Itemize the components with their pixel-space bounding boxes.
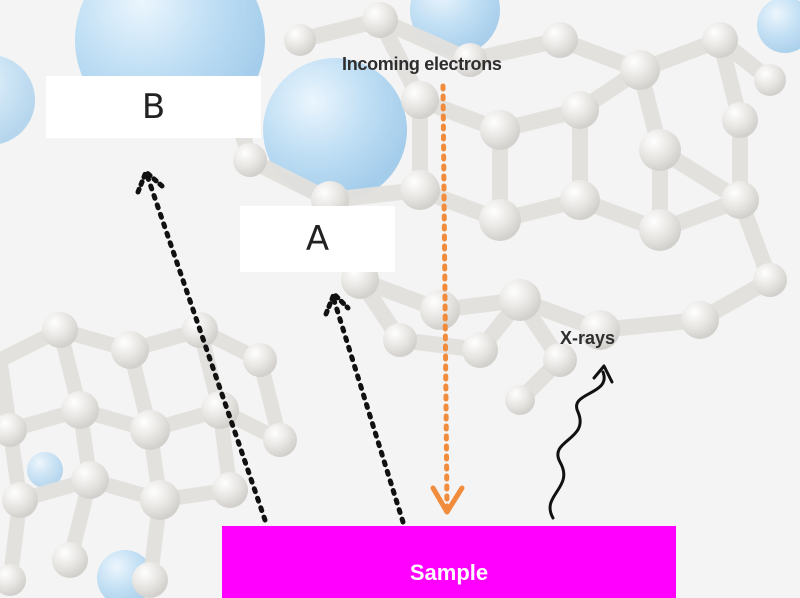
wavy-arrow-icon [548,364,614,520]
label-box-a: A [240,206,395,272]
label-a-text: A [305,219,330,259]
lower-lattice-atoms [0,312,297,598]
incoming-electrons-label: Incoming electrons [342,54,502,74]
label-box-b: B [46,76,261,138]
sample-label: Sample [409,560,489,585]
xrays-label: X-rays [560,328,616,348]
label-b-text: B [141,87,166,127]
incoming-electron-arrow [430,83,465,515]
arrow-to-b [135,169,268,523]
upper-lattice-atoms [233,2,787,415]
sample-block: Sample [222,526,676,598]
arrow-to-a [323,291,406,525]
